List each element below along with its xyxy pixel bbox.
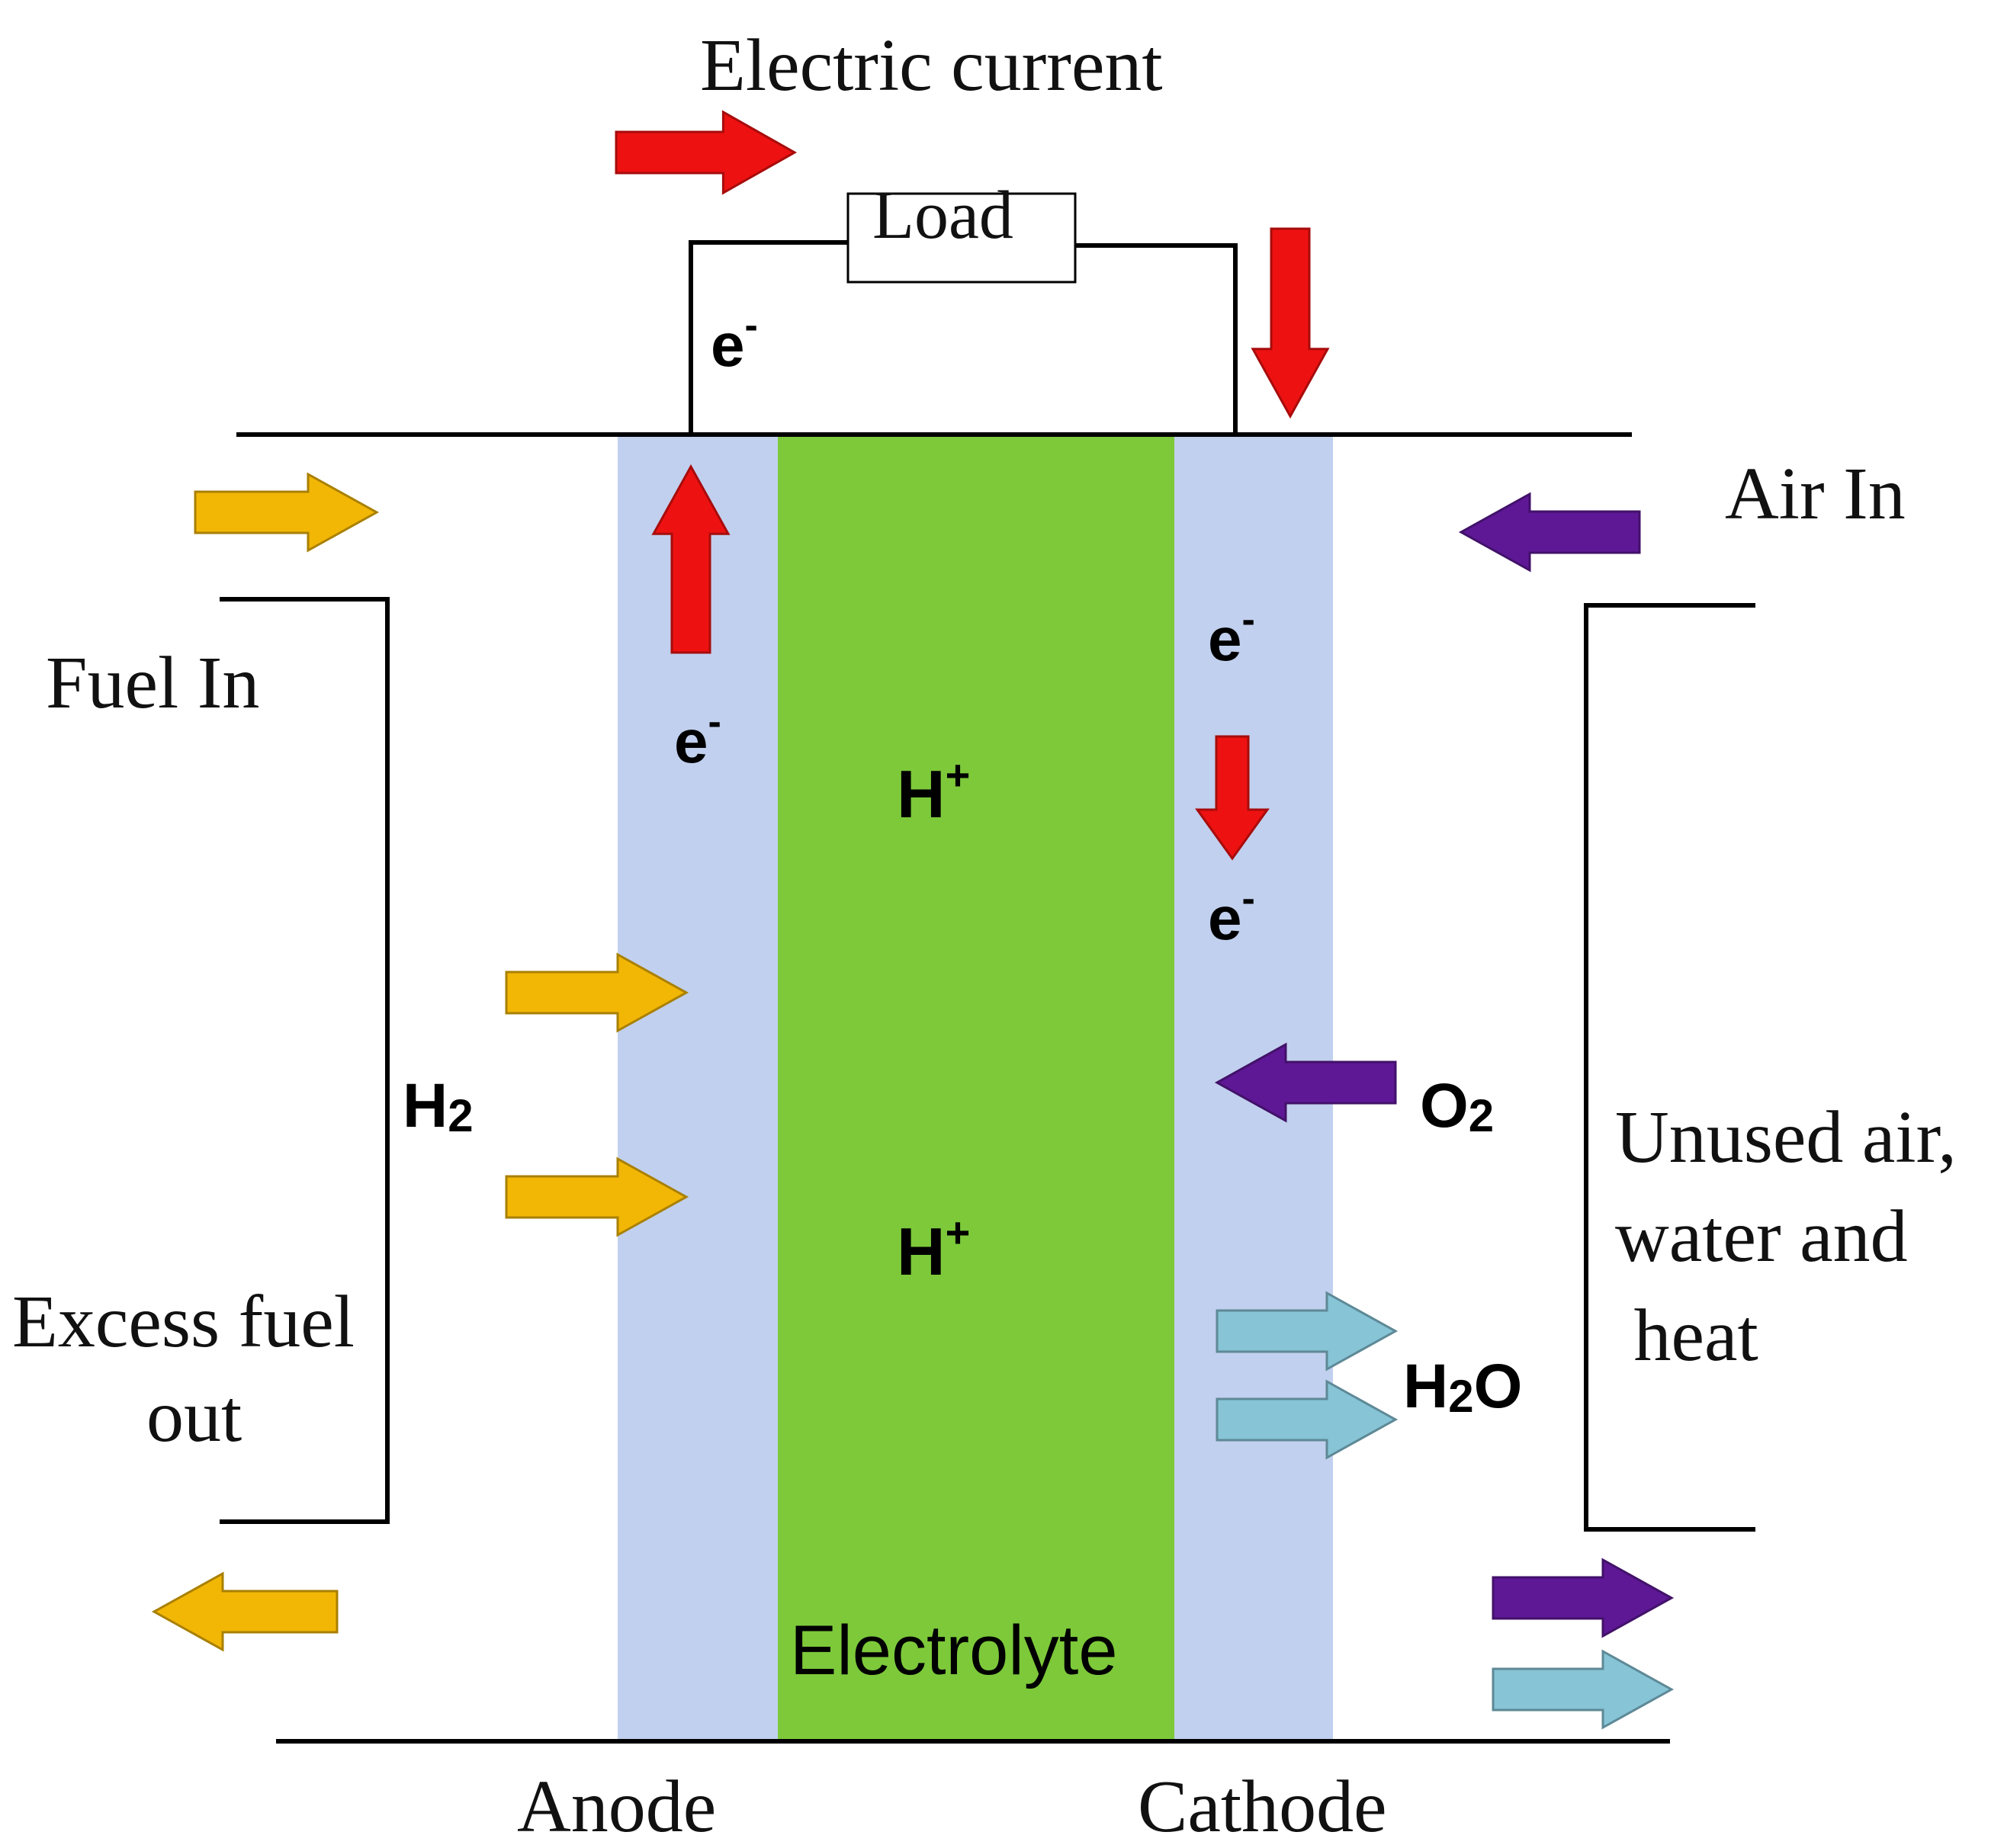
fuel-bracket: [220, 597, 390, 1524]
circuit-wire-left: [689, 240, 848, 435]
electron-down-arrow-top: [1251, 227, 1330, 419]
proton-label-upper: H+: [897, 751, 970, 832]
electrolyte-label: Electrolyte: [790, 1612, 1118, 1689]
electrolyte-layer: [778, 436, 1174, 1741]
o2-label: O2: [1420, 1071, 1494, 1141]
electron-label-anode: e-: [674, 700, 721, 775]
unused-air-label-line1: Unused air,: [1615, 1096, 1957, 1179]
unused-air-label-line2: water and: [1615, 1195, 1908, 1278]
electron-down-arrow-cathode: [1195, 735, 1270, 861]
electron-up-arrow-anode: [651, 464, 731, 654]
anode-label: Anode: [517, 1766, 716, 1848]
electron-label-cathode-upper: e-: [1208, 598, 1255, 673]
h2-label: H2: [403, 1071, 474, 1141]
unused-air-out-arrow: [1492, 1558, 1675, 1638]
excess-fuel-label-line2: out: [146, 1375, 242, 1458]
cathode-label: Cathode: [1138, 1766, 1387, 1848]
proton-label-lower: H+: [897, 1208, 970, 1289]
air-bracket: [1584, 603, 1755, 1532]
h2-arrow-upper: [505, 952, 689, 1033]
water-out-arrow: [1492, 1649, 1675, 1730]
electric-current-arrow: [615, 110, 798, 195]
unused-air-label-line3: heat: [1615, 1295, 1758, 1377]
load-box: [846, 192, 1077, 284]
h2-arrow-lower: [505, 1157, 689, 1237]
water-arrow-lower: [1216, 1379, 1399, 1460]
electric-current-label: Electric current: [700, 24, 1163, 107]
electron-label-circuit: e-: [711, 303, 758, 379]
air-in-label: Air In: [1725, 453, 1906, 535]
h2o-label: H2O: [1403, 1352, 1522, 1422]
fuel-in-arrow: [194, 472, 380, 553]
circuit-wire-right: [1075, 243, 1238, 435]
water-arrow-upper: [1216, 1291, 1399, 1372]
load-label: Load: [872, 178, 1013, 253]
fuel-in-label: Fuel In: [46, 642, 259, 724]
excess-fuel-label-line1: Excess fuel: [12, 1281, 355, 1363]
electron-label-cathode-lower: e-: [1208, 877, 1255, 952]
excess-fuel-out-arrow: [151, 1571, 339, 1652]
air-in-arrow: [1458, 492, 1641, 573]
o2-arrow: [1214, 1042, 1397, 1123]
